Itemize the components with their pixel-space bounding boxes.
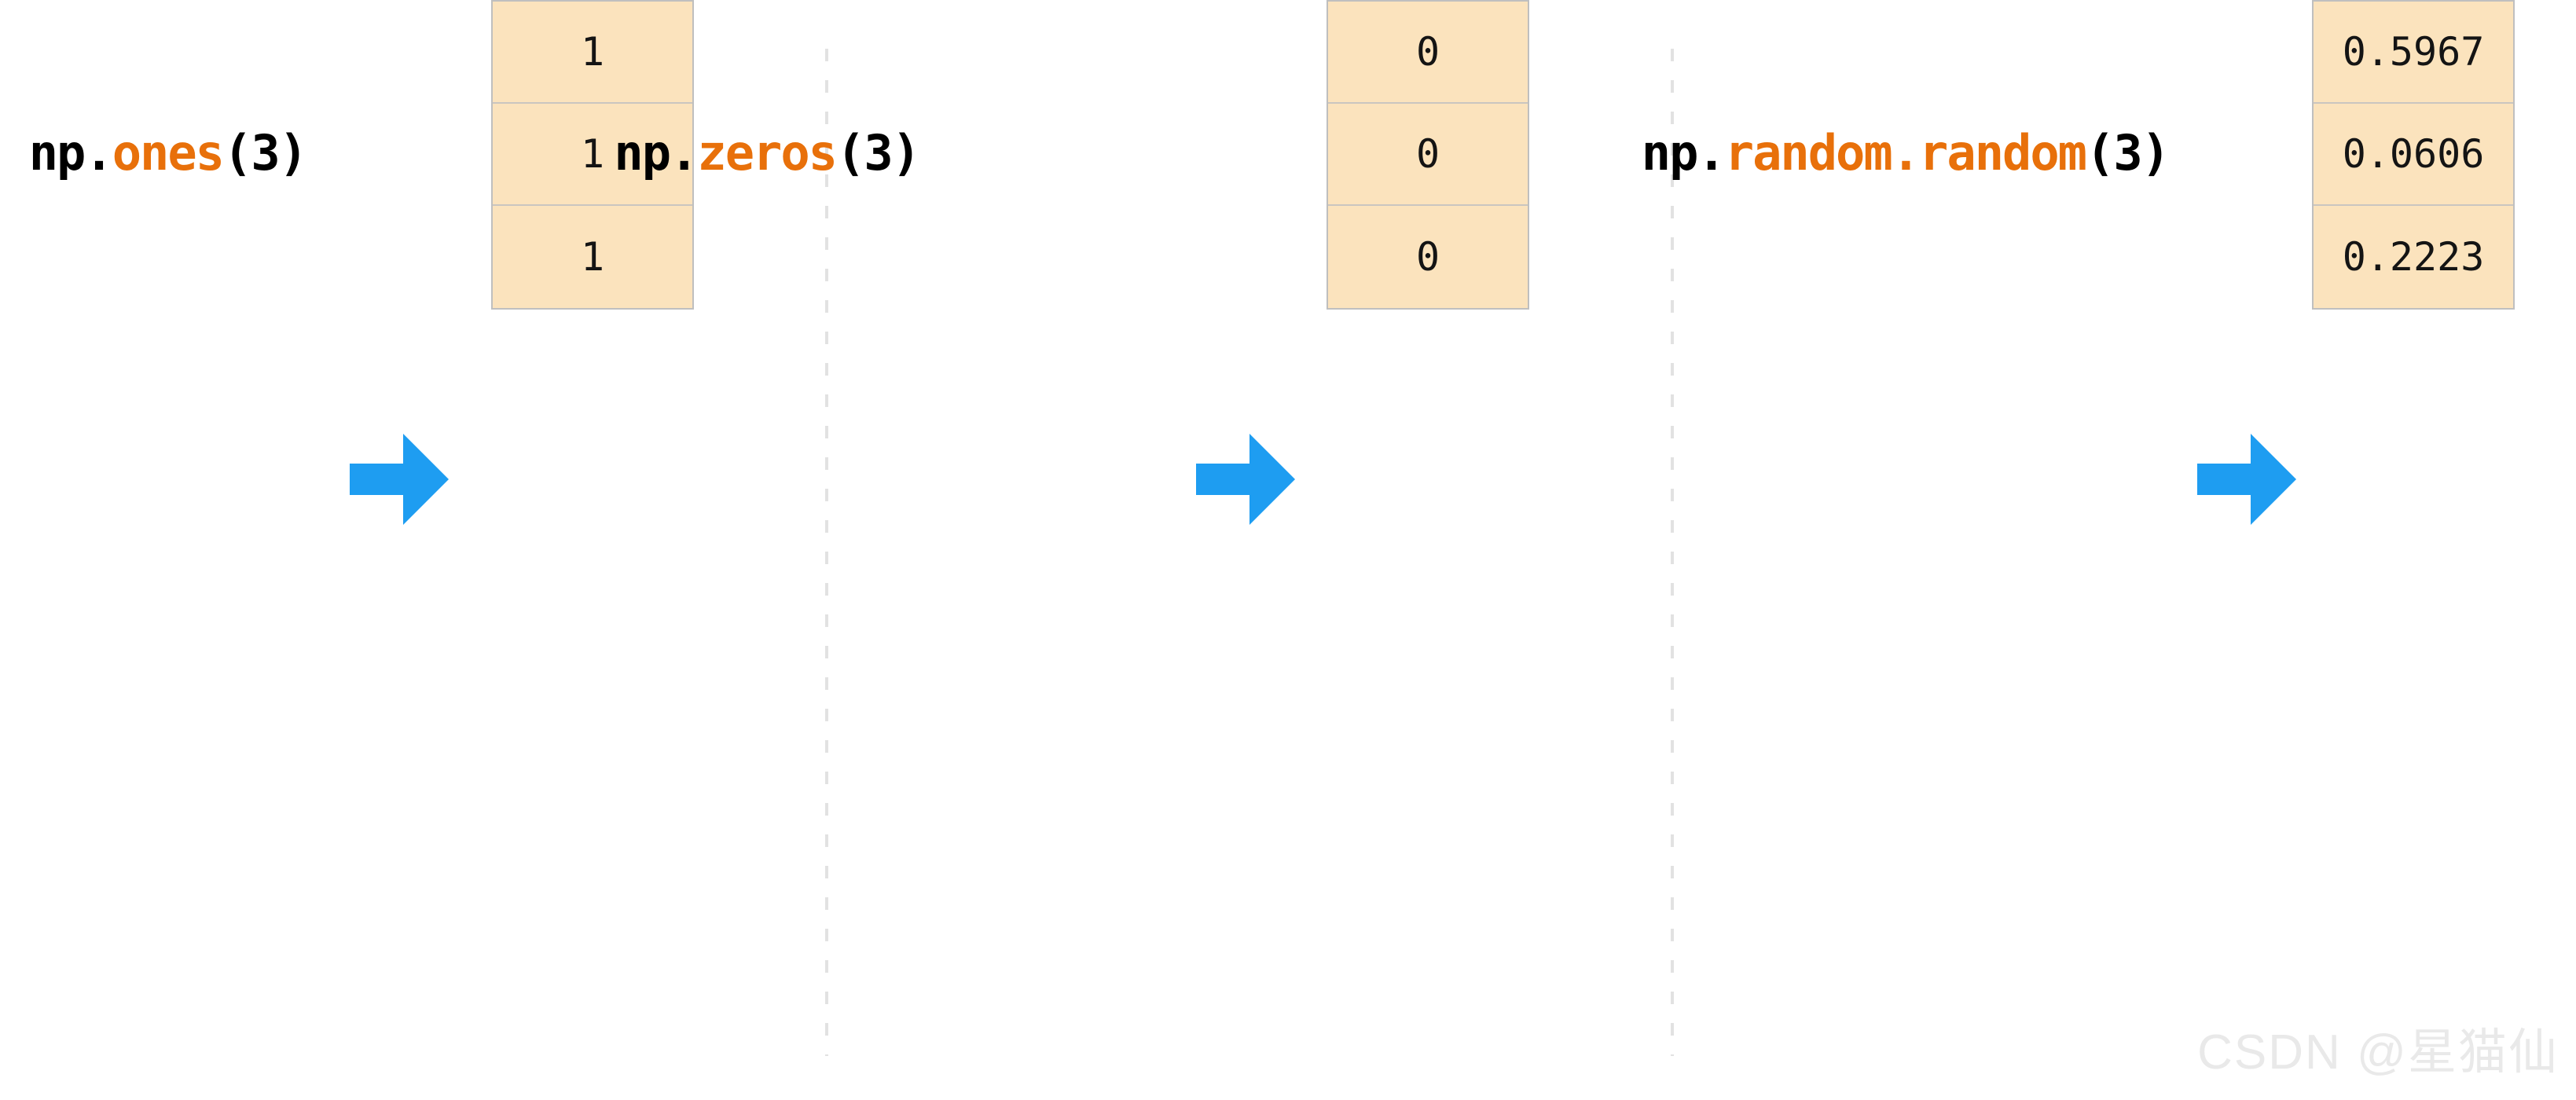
expr-prefix-ones: np.: [28, 124, 114, 182]
watermark: CSDN @星猫仙: [2197, 1025, 2559, 1080]
array-cell: 0.5967: [2314, 2, 2513, 104]
expression-label-ones: np.ones(3): [0, 0, 308, 306]
arrow-container-ones: [350, 326, 449, 632]
section-divider-2: [1671, 49, 1674, 1056]
array-cell: 0.0606: [2314, 104, 2513, 206]
expr-suffix-zeros: (3): [836, 124, 921, 182]
expr-function-ones: ones: [112, 124, 225, 182]
expr-suffix-ones: (3): [223, 124, 308, 182]
array-zeros: 0 0 0: [1327, 0, 1529, 310]
array-cell: 0: [1328, 2, 1528, 104]
array-cell: 0: [1328, 206, 1528, 308]
expr-prefix-random: np.: [1641, 124, 1727, 182]
expr-prefix-zeros: np.: [614, 124, 699, 182]
array-cell: 1: [493, 206, 692, 308]
right-arrow-icon: [1196, 434, 1295, 525]
arrow-container-random: [2197, 326, 2296, 632]
expression-label-zeros: np.zeros(3): [558, 0, 921, 306]
right-arrow-icon: [2197, 434, 2296, 525]
array-cell: 1: [493, 2, 692, 104]
array-ones: 1 1 1: [491, 0, 694, 310]
expr-suffix-random: (3): [2086, 124, 2171, 182]
arrow-container-zeros: [1196, 326, 1295, 632]
expr-function-zeros: zeros: [697, 124, 838, 182]
array-cell: 0.2223: [2314, 206, 2513, 308]
array-cell: 0: [1328, 104, 1528, 206]
array-random: 0.5967 0.0606 0.2223: [2312, 0, 2515, 310]
right-arrow-icon: [350, 434, 449, 525]
array-cell: 1: [493, 104, 692, 206]
section-divider-1: [825, 49, 828, 1056]
expression-label-random: np.random.random(3): [1509, 0, 2171, 306]
expr-function-random: random.random: [1724, 124, 2087, 182]
